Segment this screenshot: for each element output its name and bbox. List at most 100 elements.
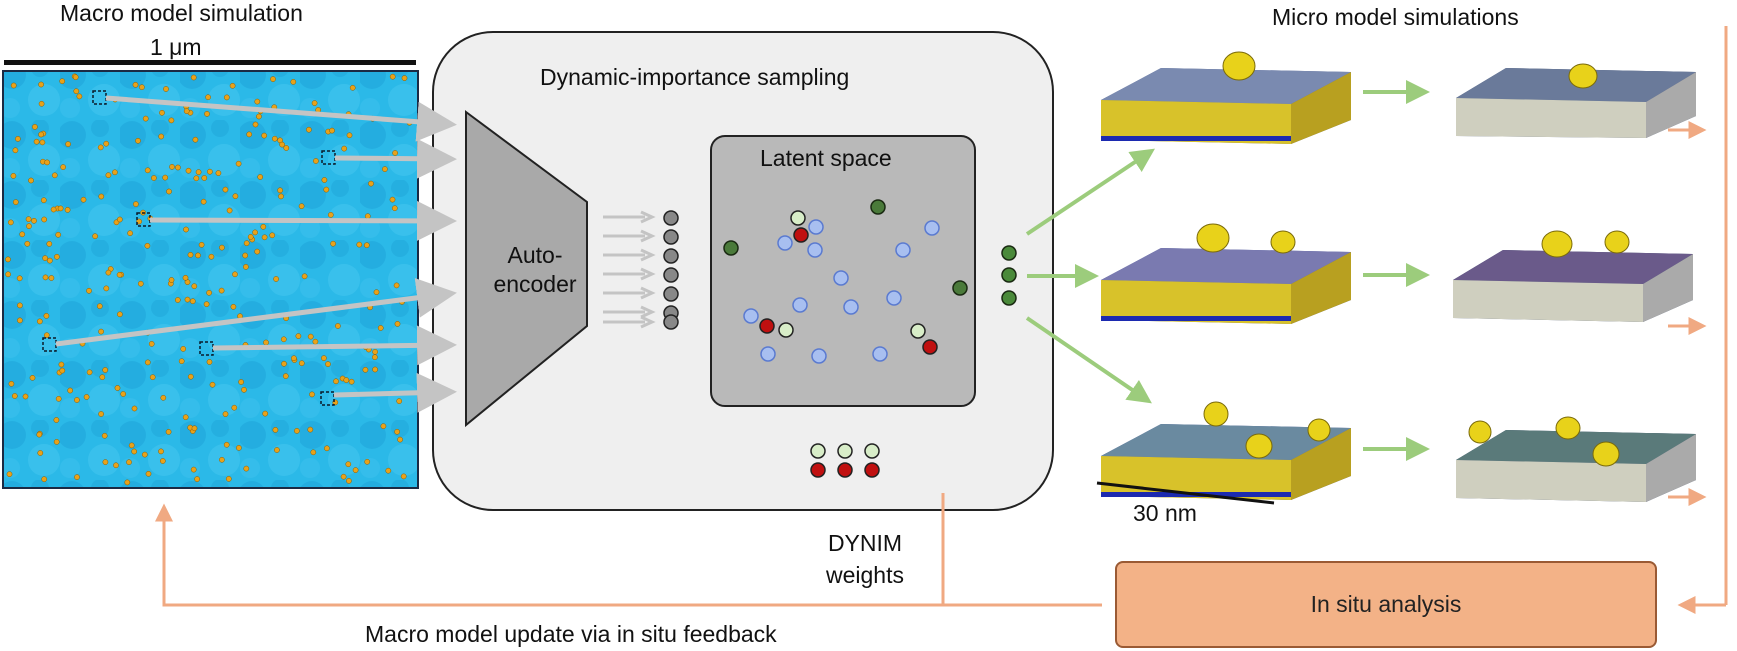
macro-particle [218, 287, 225, 294]
macro-particle [22, 393, 29, 400]
macro-particle [280, 336, 287, 343]
macro-scale-bar [4, 60, 416, 65]
macro-model-title: Macro model simulation [60, 0, 303, 26]
macro-particle [274, 447, 280, 453]
macro-particle [187, 373, 194, 380]
macro-particle [98, 328, 104, 335]
macro-particle [207, 168, 213, 175]
latent-vector-nodes [663, 210, 679, 330]
macro-particle [195, 169, 202, 175]
macro-particle [105, 269, 112, 276]
macro-particle [98, 193, 105, 200]
macro-particle [29, 374, 36, 381]
macro-particle [278, 193, 284, 200]
macro-particle [321, 355, 327, 361]
macro-particle [32, 124, 38, 130]
macro-particle [290, 79, 297, 85]
macro-particle [37, 450, 44, 456]
macro-particle [124, 479, 131, 486]
macro-particle [321, 177, 328, 183]
macro-particle [54, 253, 60, 260]
macro-particle [205, 94, 211, 101]
macro-particle [183, 108, 190, 114]
macro-particle [144, 359, 151, 366]
macro-particle [180, 346, 187, 352]
macro-particle [335, 323, 341, 329]
macro-particle [38, 131, 44, 138]
latent-space-title: Latent space [760, 145, 892, 171]
macro-particle [393, 282, 400, 289]
macro-particle [394, 428, 400, 435]
macro-particle [182, 414, 189, 421]
macro-particle [159, 109, 165, 116]
macro-particle [59, 367, 66, 374]
macro-particle [325, 361, 331, 367]
macro-particle [192, 136, 199, 143]
macro-particle [382, 166, 388, 172]
macro-particle [25, 216, 32, 223]
macro-particle [279, 141, 285, 148]
macro-particle [243, 465, 250, 472]
macro-particle [168, 277, 175, 283]
macro-particle [53, 417, 60, 423]
macro-particle [117, 311, 123, 318]
macro-particle [41, 476, 48, 483]
macro-particle [48, 275, 55, 281]
macro-particle [41, 216, 48, 223]
macro-particle [59, 78, 66, 85]
macro-particle [340, 473, 347, 480]
macro-particle [51, 172, 58, 179]
macro-particle [254, 98, 261, 105]
macro-particle [42, 274, 49, 281]
macro-particle [324, 445, 330, 452]
macro-particle [229, 82, 236, 89]
macro-particle [222, 411, 229, 417]
macro-particle [282, 373, 289, 379]
macro-particle [92, 233, 98, 240]
macro-particle [42, 255, 48, 261]
macro-particle [182, 274, 189, 281]
macro-particle [391, 205, 398, 212]
macro-particle [368, 180, 374, 187]
macro-particle [6, 471, 13, 478]
macro-particle [76, 93, 83, 100]
macro-particle [16, 275, 23, 282]
macro-particle [144, 167, 151, 174]
macro-particle [307, 333, 314, 340]
macro-particle [10, 173, 17, 179]
macro-particle [256, 113, 262, 120]
macro-particle [283, 145, 290, 151]
latent-red-points [759, 227, 938, 355]
membrane-patch-1a [1101, 51, 1351, 144]
macro-particle [99, 374, 106, 381]
macro-particle [80, 196, 87, 203]
macro-particle [38, 100, 45, 107]
macro-particle [400, 473, 407, 480]
macro-particle [24, 240, 31, 247]
macro-particle [356, 241, 363, 248]
selected-nodes [1001, 245, 1017, 306]
macro-particle [309, 391, 315, 398]
macro-particle [272, 427, 279, 433]
macro-particle [209, 381, 216, 388]
macro-particle [17, 317, 23, 324]
macro-particle [103, 140, 110, 147]
macro-particle [260, 223, 267, 230]
macro-particle [231, 404, 238, 411]
macro-particle [174, 297, 181, 303]
macro-particle [252, 121, 259, 128]
membrane-patch-3b [1456, 416, 1696, 502]
macro-particle [243, 264, 249, 270]
autoencoder-label: Auto- encoder [493, 242, 577, 297]
macro-particle [298, 203, 305, 210]
macro-particle [343, 377, 350, 383]
macro-particle [261, 234, 268, 241]
macro-particle [396, 398, 403, 404]
macro-particle [86, 369, 93, 376]
in-situ-analysis-box[interactable]: In situ analysis [1115, 561, 1657, 648]
macro-particle [36, 431, 43, 438]
macro-particle [65, 141, 71, 147]
macro-particle [341, 145, 348, 152]
macro-particle [277, 187, 283, 194]
macro-particle [191, 425, 198, 432]
